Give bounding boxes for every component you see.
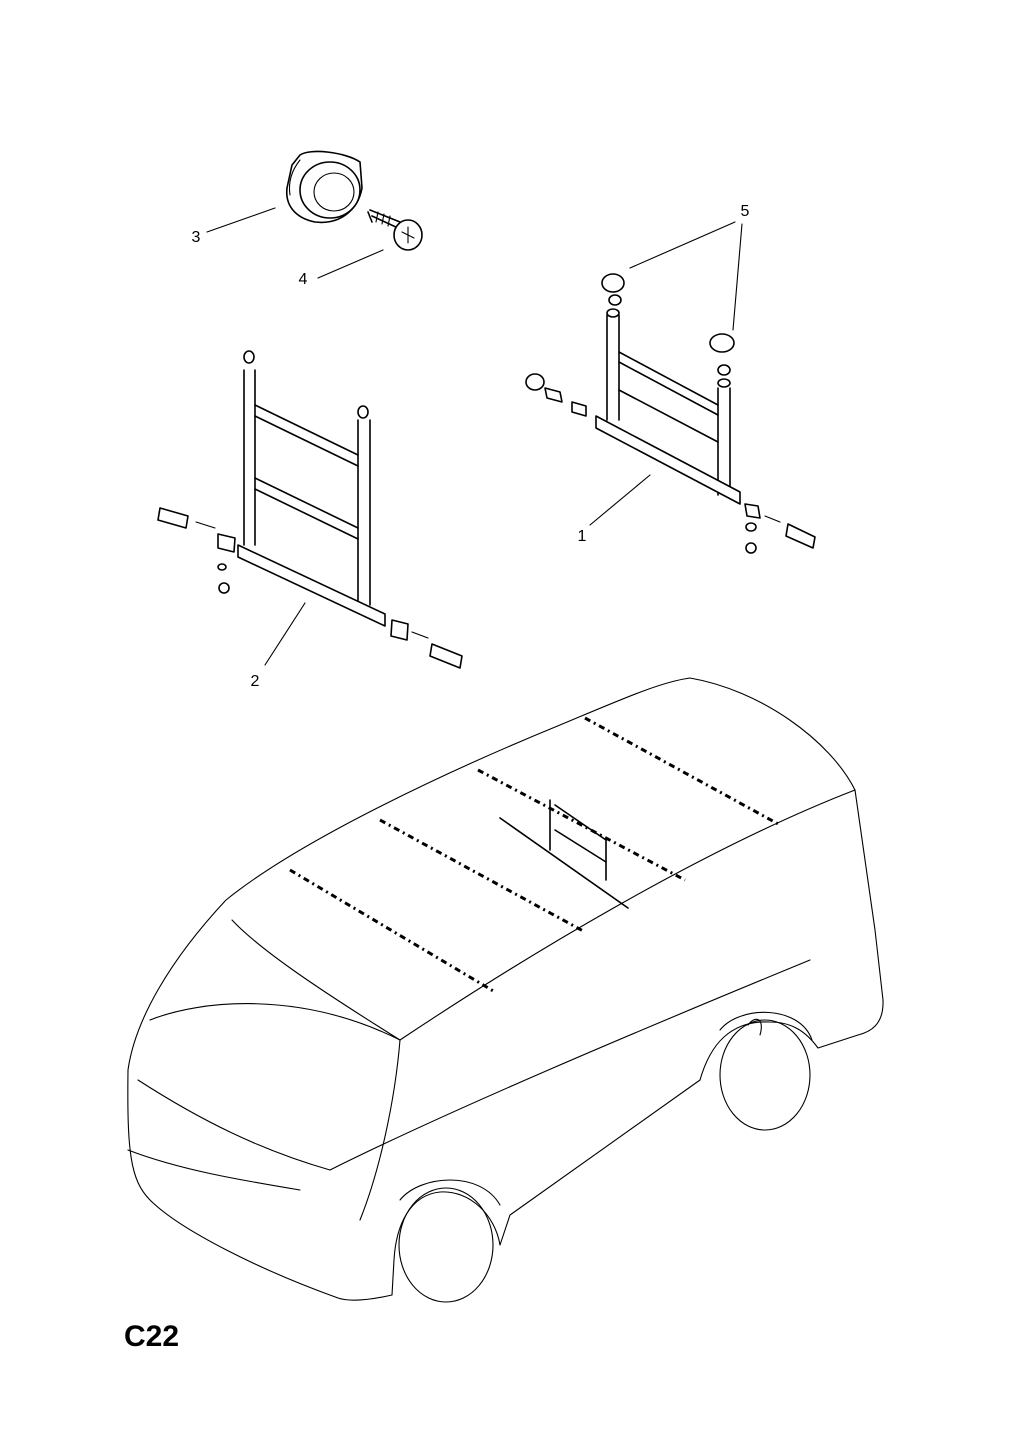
part-2-roof-rack-bracket-large bbox=[157, 350, 463, 669]
part-4-screw bbox=[367, 209, 423, 251]
callout-3: 3 bbox=[192, 229, 201, 246]
callout-4: 4 bbox=[299, 271, 308, 288]
page-code-label: C22 bbox=[124, 1320, 180, 1353]
van-illustration bbox=[127, 677, 884, 1303]
callout-5: 5 bbox=[741, 203, 750, 220]
callout-1: 1 bbox=[578, 528, 587, 545]
part-1-roof-rack-bracket-small bbox=[525, 273, 816, 554]
leader-lines bbox=[206, 207, 743, 666]
callout-2: 2 bbox=[251, 673, 260, 690]
part-3-rubber-ring bbox=[286, 150, 363, 224]
